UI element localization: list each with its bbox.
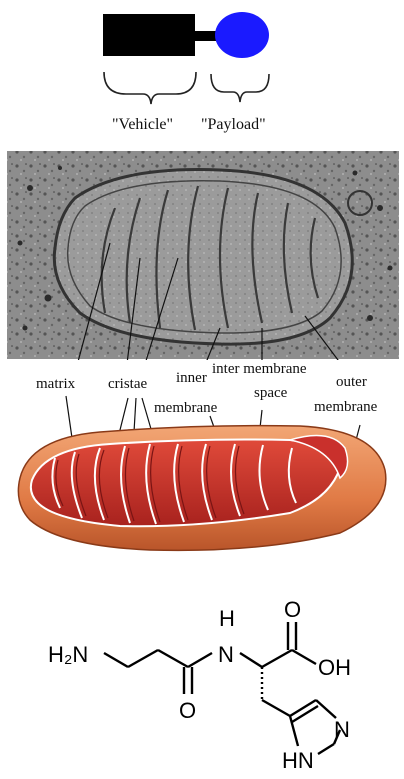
label-matrix: matrix xyxy=(36,376,75,393)
mitochondrion-svg xyxy=(0,148,404,563)
payload-brace xyxy=(211,74,269,102)
label-cristae: cristae xyxy=(108,376,147,393)
label-inter-membrane-1: inter membrane xyxy=(212,361,307,378)
chemical-structure: H₂N H N O O OH N HN xyxy=(0,590,404,774)
label-outer-membrane-1: outer xyxy=(336,374,367,391)
atom-nh-h: H xyxy=(219,606,235,631)
atom-ring-hn: HN xyxy=(282,748,314,773)
atom-nh-n: N xyxy=(218,642,234,667)
label-inner-membrane-2: membrane xyxy=(154,400,217,417)
vehicle-block xyxy=(103,14,195,56)
electron-micrograph xyxy=(7,151,399,384)
atom-acid-o: O xyxy=(284,597,301,622)
vehicle-label: "Vehicle" xyxy=(112,116,173,134)
atom-carbonyl-o: O xyxy=(179,698,196,723)
vehicle-brace xyxy=(104,72,196,104)
vehicle-payload-schematic: "Vehicle" "Payload" xyxy=(0,0,404,145)
label-outer-membrane-2: membrane xyxy=(314,399,377,416)
label-inner-membrane-1: inner xyxy=(176,370,207,387)
atom-ring-n: N xyxy=(334,717,350,742)
structure-svg: H₂N H N O O OH N HN xyxy=(0,590,404,774)
linker xyxy=(195,31,217,41)
atom-oh: OH xyxy=(318,655,351,680)
payload-label: "Payload" xyxy=(201,116,266,134)
mitochondrion-drawing xyxy=(18,426,385,551)
payload-circle xyxy=(215,12,269,58)
atom-h2n: H₂N xyxy=(48,642,88,667)
mitochondrion-figure: matrix cristae inner membrane inter memb… xyxy=(0,148,404,563)
label-inter-membrane-2: space xyxy=(254,385,287,402)
